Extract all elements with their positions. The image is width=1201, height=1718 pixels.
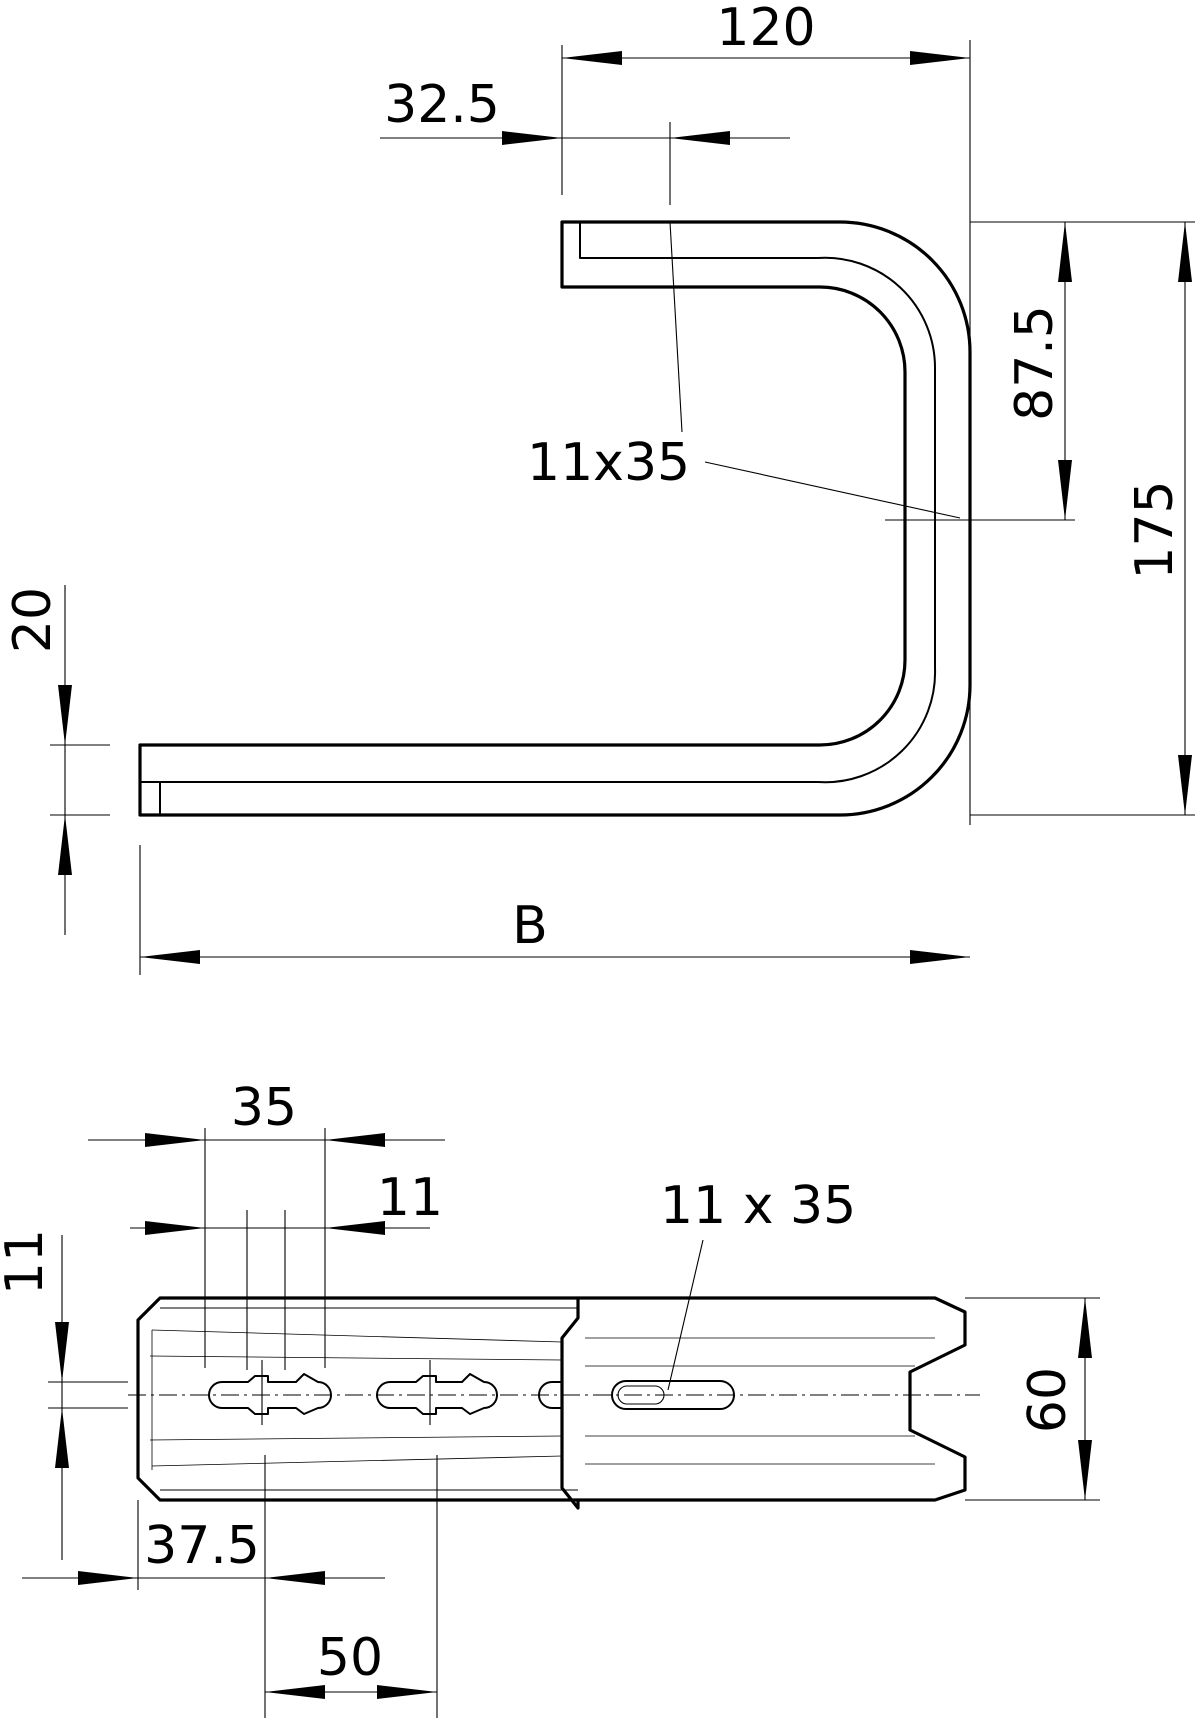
keyhole-slot-2 — [376, 1373, 498, 1415]
dim-50-label: 50 — [317, 1628, 383, 1688]
dim-87-5-label: 87.5 — [1005, 305, 1065, 421]
dim-35-label: 35 — [231, 1078, 297, 1138]
bracket-outer-contour — [138, 220, 972, 817]
dim-60-label: 60 — [1018, 1367, 1078, 1433]
profile-left-section — [136, 1296, 580, 1510]
dim-32-5-label: 32.5 — [384, 75, 500, 135]
keyhole-slot-1 — [208, 1373, 332, 1415]
dim-11-label: 11 — [377, 1168, 443, 1228]
profile-right-section — [576, 1296, 967, 1502]
dim-175-label: 175 — [1125, 480, 1185, 579]
dim-120-label: 120 — [716, 0, 815, 58]
dim-37-5-label: 37.5 — [144, 1516, 260, 1576]
dim-11-vertical-label: 11 — [0, 1229, 55, 1295]
dim-20-label: 20 — [3, 587, 63, 653]
slot-11x35-label: 11x35 — [527, 433, 690, 493]
bottom-view: 35 11 11 x 35 11 60 37.5 50 — [0, 1078, 1100, 1718]
bracket-inner-wall — [159, 222, 937, 815]
dim-B-label: B — [512, 896, 548, 956]
slot-11x35-bottom-label: 11 x 35 — [660, 1176, 856, 1236]
top-view: 120 32.5 11x35 87.5 175 20 B — [3, 0, 1195, 975]
